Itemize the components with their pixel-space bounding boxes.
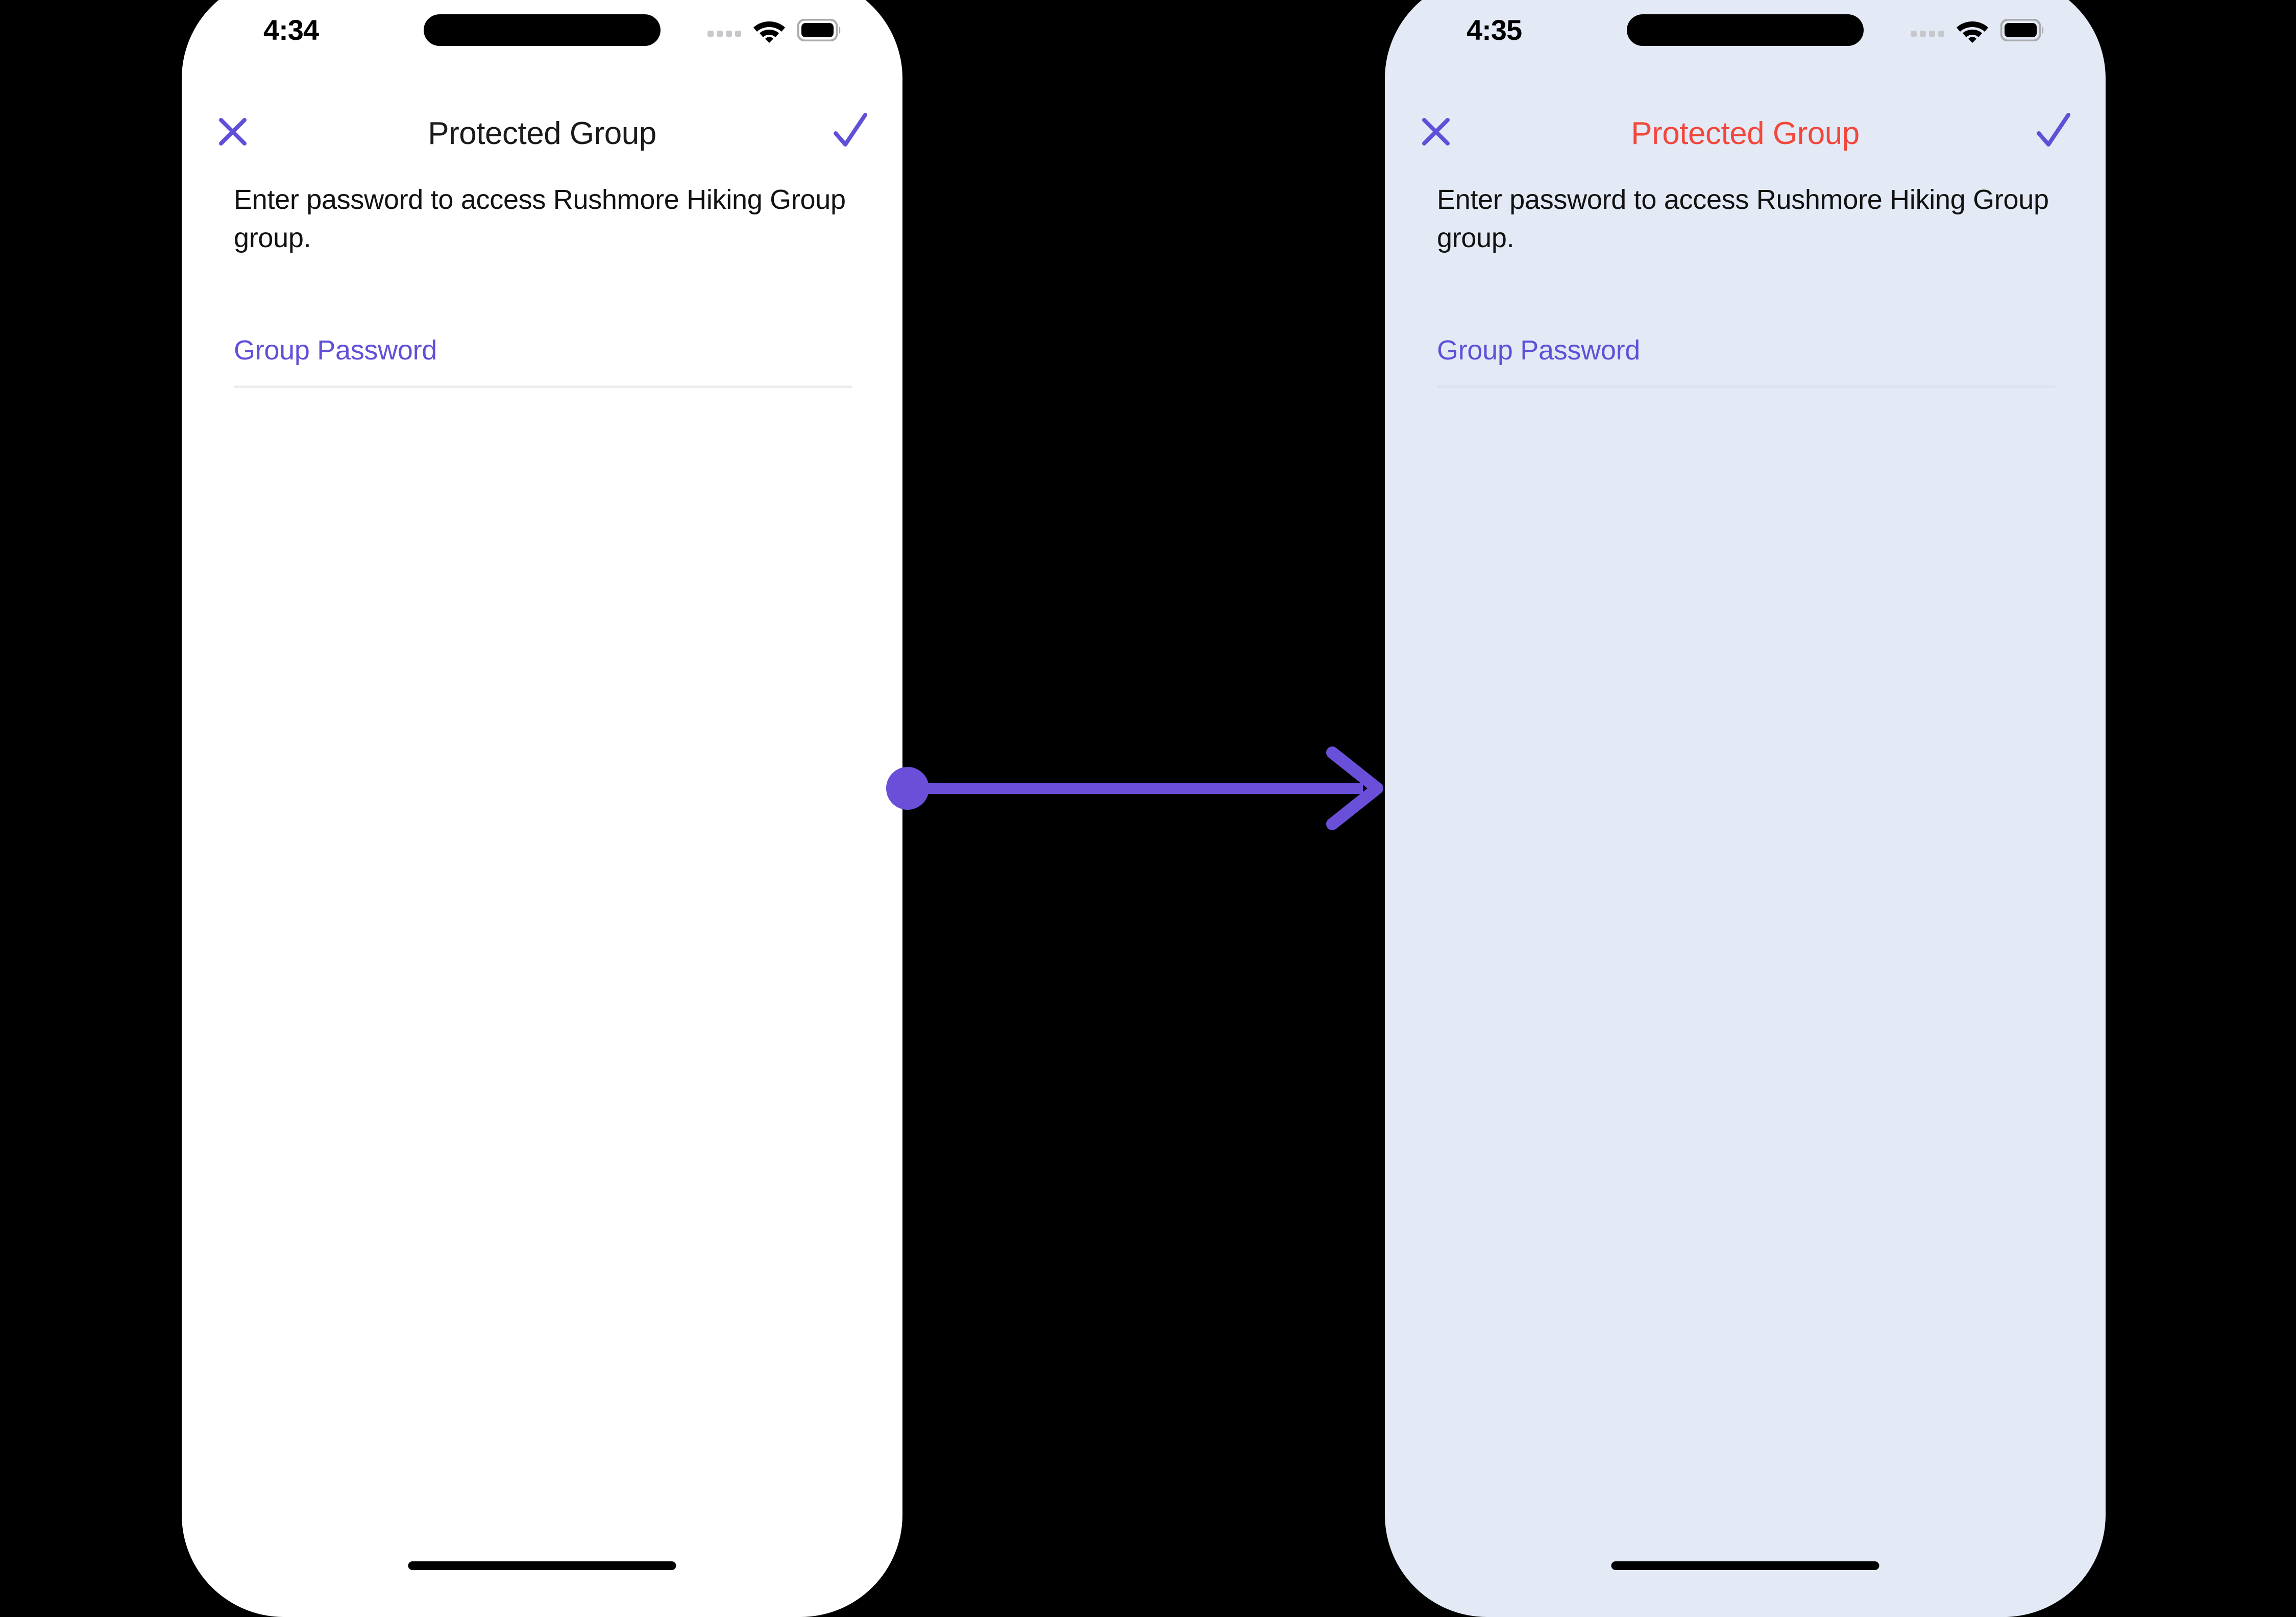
status-time: 4:35 — [1467, 14, 1522, 46]
phone-screen-before: 4:34 — [182, 0, 902, 1617]
instruction-text: Enter password to access Rushmore Hiking… — [234, 184, 846, 253]
page-title: Protected Group — [428, 116, 656, 151]
close-button[interactable] — [213, 113, 252, 152]
nav-bar-after: Protected Group — [1385, 104, 2106, 160]
battery-full-icon — [797, 19, 841, 41]
home-indicator — [408, 1561, 676, 1570]
cellular-dots-icon — [1911, 31, 1944, 37]
page-title: Protected Group — [1631, 116, 1860, 151]
arrow-head-icon — [1326, 746, 1383, 830]
status-time: 4:34 — [263, 14, 319, 46]
dynamic-island — [424, 14, 661, 46]
group-password-field[interactable]: Group Password — [234, 334, 852, 388]
wifi-icon — [752, 17, 786, 43]
checkmark-icon — [2035, 111, 2072, 152]
dynamic-island — [1627, 14, 1864, 46]
wifi-icon — [1956, 17, 1989, 43]
checkmark-icon — [832, 111, 869, 152]
instruction-text: Enter password to access Rushmore Hiking… — [1437, 184, 2049, 253]
close-button[interactable] — [1416, 113, 1455, 152]
status-bar-before: 4:34 — [182, 0, 902, 61]
status-indicators — [707, 14, 841, 46]
battery-full-icon — [2000, 19, 2044, 41]
close-x-icon — [1420, 116, 1452, 150]
confirm-button[interactable] — [830, 109, 871, 153]
phone-screen-after: 4:35 — [1385, 0, 2106, 1617]
group-password-label: Group Password — [234, 335, 437, 366]
transition-arrow-icon — [883, 725, 1388, 858]
status-bar-after: 4:35 — [1385, 0, 2106, 61]
cellular-dots-icon — [707, 31, 741, 37]
status-indicators — [1911, 14, 2044, 46]
group-password-field[interactable]: Group Password — [1437, 334, 2056, 388]
nav-bar-before: Protected Group — [182, 104, 902, 160]
close-x-icon — [217, 116, 249, 150]
group-password-label: Group Password — [1437, 335, 1640, 366]
confirm-button[interactable] — [2033, 109, 2074, 153]
home-indicator — [1611, 1561, 1879, 1570]
field-underline — [234, 385, 852, 388]
field-underline — [1437, 385, 2056, 388]
